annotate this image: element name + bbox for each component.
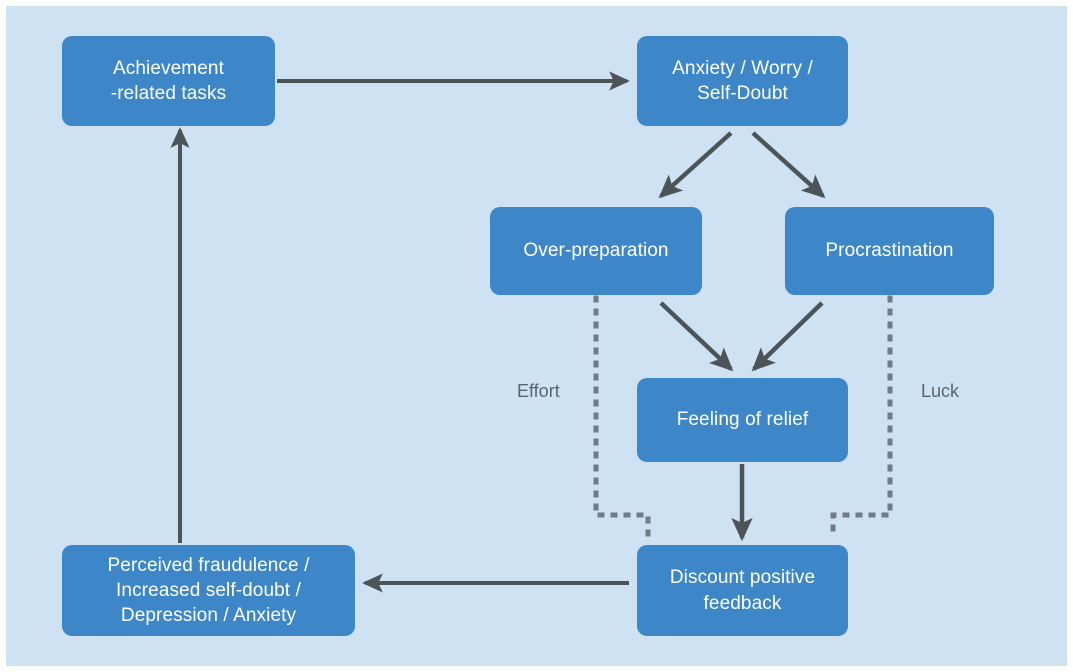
node-over-preparation[interactable]: Over-preparation [490, 207, 702, 295]
node-anxiety-worry-self-doubt[interactable]: Anxiety / Worry / Self-Doubt [637, 36, 848, 126]
node-feeling-of-relief[interactable]: Feeling of relief [637, 378, 848, 462]
node-achievement-related-tasks[interactable]: Achievement -related tasks [62, 36, 275, 126]
node-label: Discount positive feedback [669, 567, 816, 614]
node-discount-positive-feedback[interactable]: Discount positive feedback [637, 545, 848, 636]
edge-label-luck: Luck [921, 381, 960, 401]
edge-label-effort: Effort [517, 381, 560, 401]
node-perceived-fraudulence[interactable]: Perceived fraudulence / Increased self-d… [62, 545, 355, 636]
node-label: Feeling of relief [676, 409, 809, 431]
node-label: Procrastination [825, 240, 954, 262]
node-procrastination[interactable]: Procrastination [785, 207, 994, 295]
node-label: Achievement -related tasks [110, 57, 227, 104]
node-label: Perceived fraudulence / Increased self-d… [107, 554, 310, 627]
node-label: Over-preparation [523, 240, 669, 262]
node-label: Anxiety / Worry / Self-Doubt [672, 57, 813, 104]
